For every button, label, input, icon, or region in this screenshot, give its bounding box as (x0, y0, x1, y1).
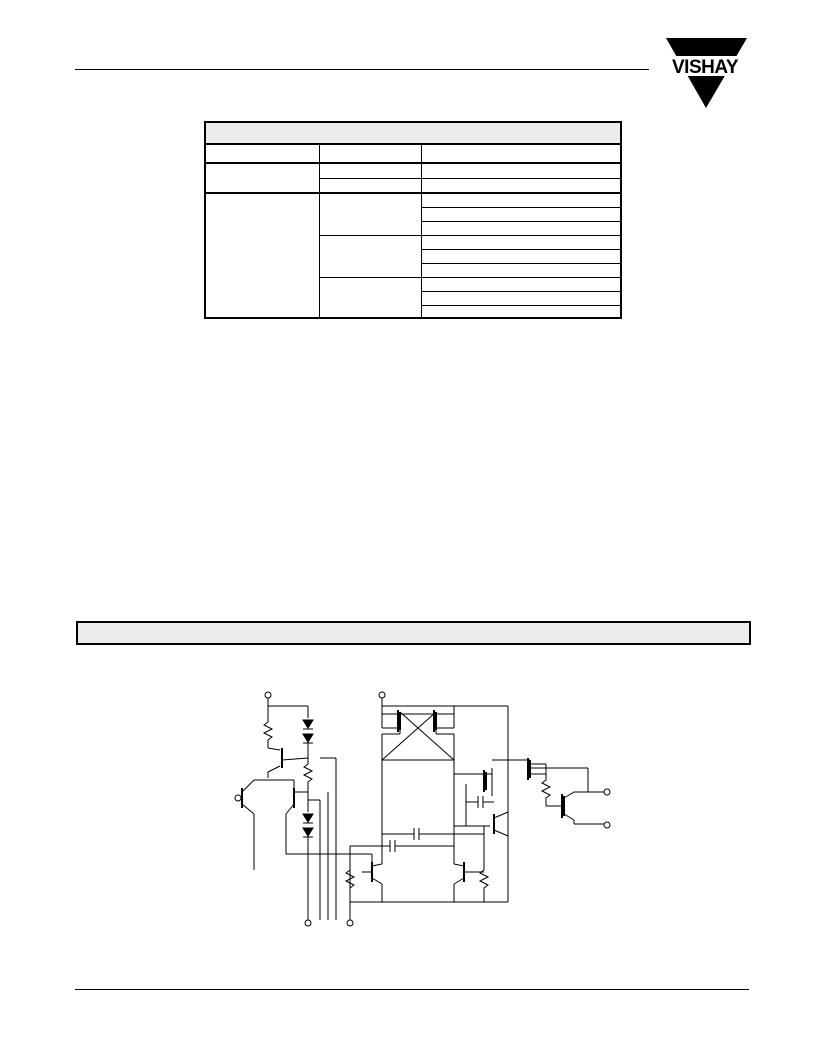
table-row-rule (320, 235, 620, 236)
vishay-logo: VISHAY (660, 36, 750, 110)
table-row-rule (422, 249, 620, 250)
table-col-divider (319, 143, 320, 319)
svg-text:VISHAY: VISHAY (672, 57, 739, 78)
table-col-divider (421, 143, 422, 319)
table-row-rule (422, 291, 620, 292)
section-title-bar (76, 621, 751, 645)
circuit-schematic (222, 688, 612, 932)
table-title-bar (206, 123, 620, 145)
table-group-rule (206, 192, 620, 194)
table-row-rule (320, 277, 620, 278)
spec-table (204, 121, 622, 319)
table-row-rule (422, 221, 620, 222)
table-row-rule (422, 305, 620, 306)
footer-rule (75, 989, 749, 990)
table-row-rule (422, 263, 620, 264)
table-row-rule (422, 207, 620, 208)
header-rule (75, 69, 649, 70)
table-row-rule (320, 178, 620, 179)
table-header-rule (206, 162, 620, 164)
